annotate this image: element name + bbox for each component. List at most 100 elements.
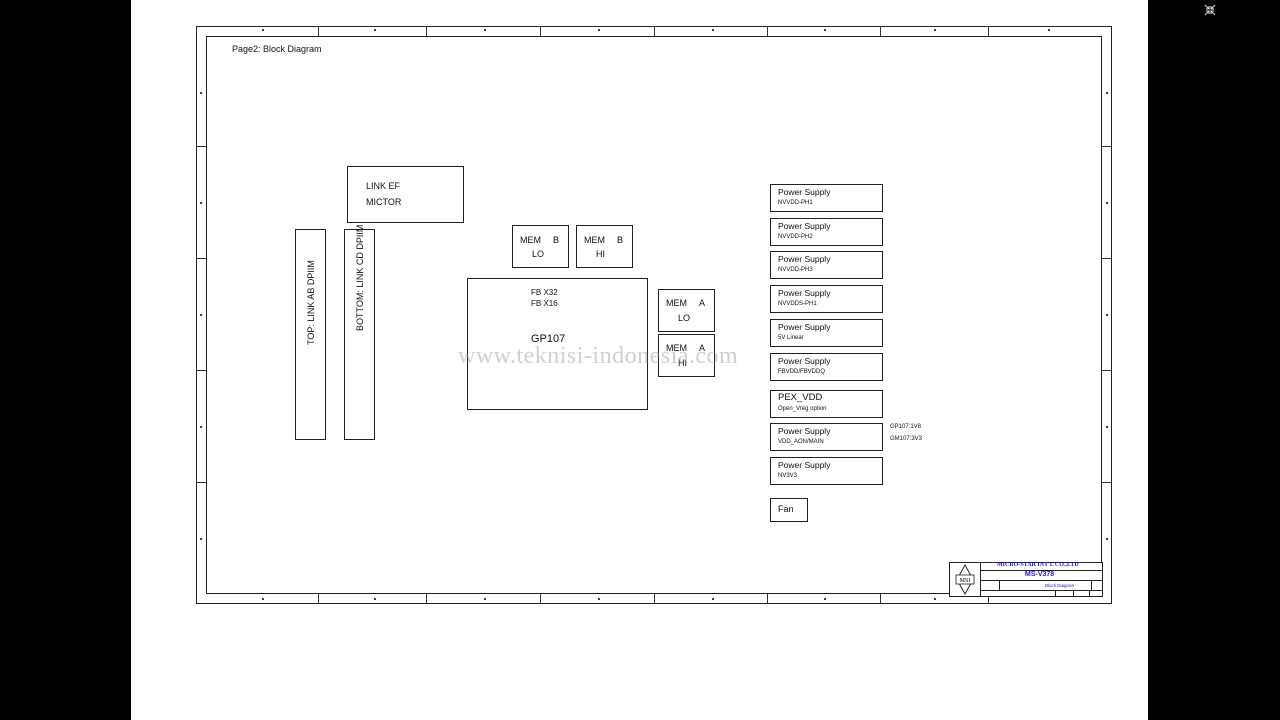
zone-marker: [712, 598, 714, 600]
link-ef-block: LINK EF MICTOR: [347, 166, 464, 223]
power-supply-nvvdds-ph1: Power Supply NVVDDS-PH1: [770, 285, 883, 313]
power-supply-5v-linear: Power Supply 5V Linear: [770, 319, 883, 347]
power-supply-rail: Open_Vreg option: [778, 406, 827, 412]
mem-b-lo-block: MEM B LO: [512, 225, 569, 268]
frame-tick: [654, 26, 655, 36]
power-supply-title: Power Supply: [778, 187, 831, 197]
link-ef-label: LINK EF: [366, 181, 401, 191]
zone-marker: [374, 29, 376, 31]
zone-marker: [824, 29, 826, 31]
zone-marker: [934, 29, 936, 31]
power-supply-nv3v3: Power Supply NV3V3: [770, 457, 883, 485]
power-supply-nvvdd-ph2: Power Supply NVVDD-PH2: [770, 218, 883, 246]
power-supply-title: Power Supply: [778, 254, 831, 264]
frame-tick: [196, 482, 206, 483]
channel-label: A: [699, 343, 706, 353]
power-supply-rail: NVVDD-PH1: [778, 200, 813, 206]
fan-label: Fan: [778, 504, 794, 514]
side-note-gm107: GM107:3V3: [890, 436, 923, 442]
mem-label: MEM: [666, 298, 687, 308]
frame-tick: [1102, 370, 1112, 371]
power-supply-rail: NVVDD-PH3: [778, 267, 813, 273]
zone-marker: [200, 426, 202, 428]
frame-tick: [1102, 146, 1112, 147]
zone-marker: [200, 92, 202, 94]
zone-marker: [200, 538, 202, 540]
frame-tick: [426, 26, 427, 36]
power-supply-title: Power Supply: [778, 288, 831, 298]
zone-marker: [1048, 29, 1050, 31]
power-supply-rail: 5V Linear: [778, 335, 804, 341]
zone-marker: [598, 29, 600, 31]
power-supply-pex-vdd: PEX_VDD Open_Vreg option: [770, 390, 883, 418]
model-number: MS-V378: [1025, 571, 1055, 578]
top-link-block: TOP: LINK AB DPIIM: [295, 229, 326, 440]
frame-tick: [196, 146, 206, 147]
rank-label: HI: [596, 249, 605, 259]
power-supply-title: Power Supply: [778, 426, 831, 436]
zone-marker: [200, 314, 202, 316]
zone-marker: [1106, 314, 1108, 316]
page-title: Page2: Block Diagram: [232, 44, 322, 54]
zone-marker: [824, 598, 826, 600]
zone-marker: [374, 598, 376, 600]
frame-tick: [540, 594, 541, 604]
document-description: Block Diagram: [1045, 583, 1075, 588]
logo-text: MSI: [960, 578, 971, 584]
frame-tick: [318, 594, 319, 604]
power-supply-title: Power Supply: [778, 322, 831, 332]
rank-label: HI: [678, 358, 687, 368]
mem-b-hi-block: MEM B HI: [576, 225, 633, 268]
power-supply-rail: NVVDD-PH2: [778, 234, 813, 240]
channel-label: B: [617, 235, 624, 245]
top-link-label: TOP: LINK AB DPIIM: [306, 260, 316, 345]
frame-tick: [1102, 482, 1112, 483]
msi-logo-icon: MSI: [955, 563, 975, 596]
channel-label: B: [553, 235, 560, 245]
zone-marker: [712, 29, 714, 31]
mictor-label: MICTOR: [366, 197, 402, 207]
rank-label: LO: [678, 313, 691, 323]
power-supply-rail: NVVDDS-PH1: [778, 301, 817, 307]
frame-tick: [880, 594, 881, 604]
zone-marker: [262, 29, 264, 31]
mem-a-hi-block: MEM A HI: [658, 334, 715, 377]
zone-marker: [484, 29, 486, 31]
channel-label: A: [699, 298, 706, 308]
company-name: MICRO-STAR INT'L CO.,LTD: [997, 562, 1079, 568]
frame-tick: [318, 26, 319, 36]
power-supply-rail: VDD_AON/MAIN: [778, 439, 824, 445]
frame-tick: [988, 26, 989, 36]
frame-tick: [767, 26, 768, 36]
zone-marker: [484, 598, 486, 600]
power-supply-title: Power Supply: [778, 221, 831, 231]
date-row: [981, 591, 1103, 596]
power-supply-rail: NV3V3: [778, 473, 798, 479]
mem-label: MEM: [584, 235, 605, 245]
frame-tick: [540, 26, 541, 36]
power-supply-title: Power Supply: [778, 356, 831, 366]
zone-marker: [1106, 202, 1108, 204]
zone-marker: [1106, 92, 1108, 94]
power-supply-title: PEX_VDD: [778, 392, 823, 403]
rank-label: LO: [532, 249, 545, 259]
fan-block: Fan: [770, 498, 808, 522]
zone-marker: [934, 598, 936, 600]
gpu-block: FB X32 FB X16 GP107: [467, 278, 648, 410]
side-note-gp107: GP107:1V8: [890, 424, 922, 430]
fb-x16-label: FB X16: [531, 299, 558, 308]
frame-tick: [196, 370, 206, 371]
frame-tick: [767, 594, 768, 604]
frame-tick: [654, 594, 655, 604]
power-supply-fbvdd: Power Supply FBVDD/FBVDDQ: [770, 353, 883, 381]
frame-tick: [1102, 258, 1112, 259]
mem-a-lo-block: MEM A LO: [658, 289, 715, 332]
zone-marker: [598, 598, 600, 600]
zone-marker: [1106, 426, 1108, 428]
bottom-link-block: BOTTOM: LINK CD DPIIM: [344, 225, 375, 440]
collapse-icon[interactable]: [1203, 3, 1217, 17]
model-row: MS-V378: [981, 571, 1103, 581]
title-block: MSI MICRO-STAR INT'L CO.,LTD MS-V378 Blo…: [949, 562, 1103, 597]
mem-label: MEM: [520, 235, 541, 245]
zone-marker: [262, 598, 264, 600]
